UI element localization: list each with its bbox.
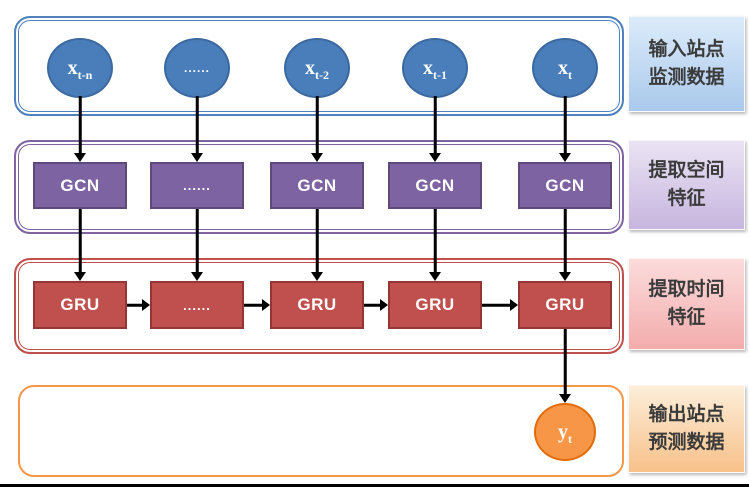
arrow-down-icon: [191, 96, 203, 162]
gcn-box-5: GCN: [518, 162, 612, 209]
gcn-row-container: [14, 140, 624, 234]
legend-spatial-features: 提取空间 特征: [628, 140, 745, 230]
gcn-box-ellipsis: ......: [150, 162, 244, 209]
gcn-box-4: GCN: [388, 162, 482, 209]
gru-box-3: GRU: [270, 281, 364, 329]
gcn-box-3: GCN: [270, 162, 364, 209]
arrow-down-icon: [559, 96, 571, 162]
legend-line: 输出站点: [648, 404, 725, 426]
arrow-right-icon: [482, 299, 518, 311]
gru-box-4: GRU: [388, 281, 482, 329]
legend-input-data: 输入站点 监测数据: [628, 16, 745, 112]
arrow-right-icon: [244, 299, 270, 311]
node-label: xt: [558, 56, 572, 82]
legend-line: 提取空间: [648, 160, 725, 182]
input-node-xt-n: xt-n: [47, 38, 113, 98]
input-row-container: [14, 16, 624, 116]
node-label: xt-2: [305, 56, 329, 82]
legend-line: 提取时间: [648, 279, 725, 301]
legend-temporal-features: 提取时间 特征: [628, 258, 745, 350]
legend-line: 特征: [667, 188, 706, 209]
arrow-down-icon: [559, 329, 571, 403]
gru-box-5: GRU: [518, 281, 612, 329]
bottom-divider: [0, 484, 749, 487]
arrow-down-icon: [311, 209, 323, 281]
node-label: xt-1: [423, 56, 447, 82]
output-node-yt: yt: [534, 403, 596, 461]
gru-row-container: [14, 258, 624, 354]
legend-line: 输入站点: [648, 39, 725, 61]
output-row-container: [18, 385, 624, 477]
node-label: yt: [558, 420, 572, 446]
legend-line: 监测数据: [648, 67, 725, 88]
arrow-down-icon: [429, 96, 441, 162]
gcn-box-1: GCN: [33, 162, 127, 209]
arrow-right-icon: [127, 299, 150, 311]
legend-line: 特征: [667, 307, 706, 328]
legend-line: 预测数据: [648, 432, 725, 453]
arrow-down-icon: [74, 209, 86, 281]
node-label: ......: [183, 61, 210, 75]
arrow-down-icon: [74, 96, 86, 162]
arrow-down-icon: [429, 209, 441, 281]
input-node-xt-2: xt-2: [284, 38, 350, 98]
gru-box-ellipsis: ......: [150, 281, 244, 329]
gru-box-1: GRU: [33, 281, 127, 329]
input-node-ellipsis: ......: [164, 38, 230, 98]
input-node-xt-1: xt-1: [402, 38, 468, 98]
arrow-down-icon: [559, 209, 571, 281]
arrow-right-icon: [364, 299, 388, 311]
arrow-down-icon: [311, 96, 323, 162]
node-label: xt-n: [67, 56, 93, 82]
legend-output-data: 输出站点 预测数据: [628, 385, 745, 473]
arrow-down-icon: [191, 209, 203, 281]
input-node-xt: xt: [532, 38, 598, 98]
